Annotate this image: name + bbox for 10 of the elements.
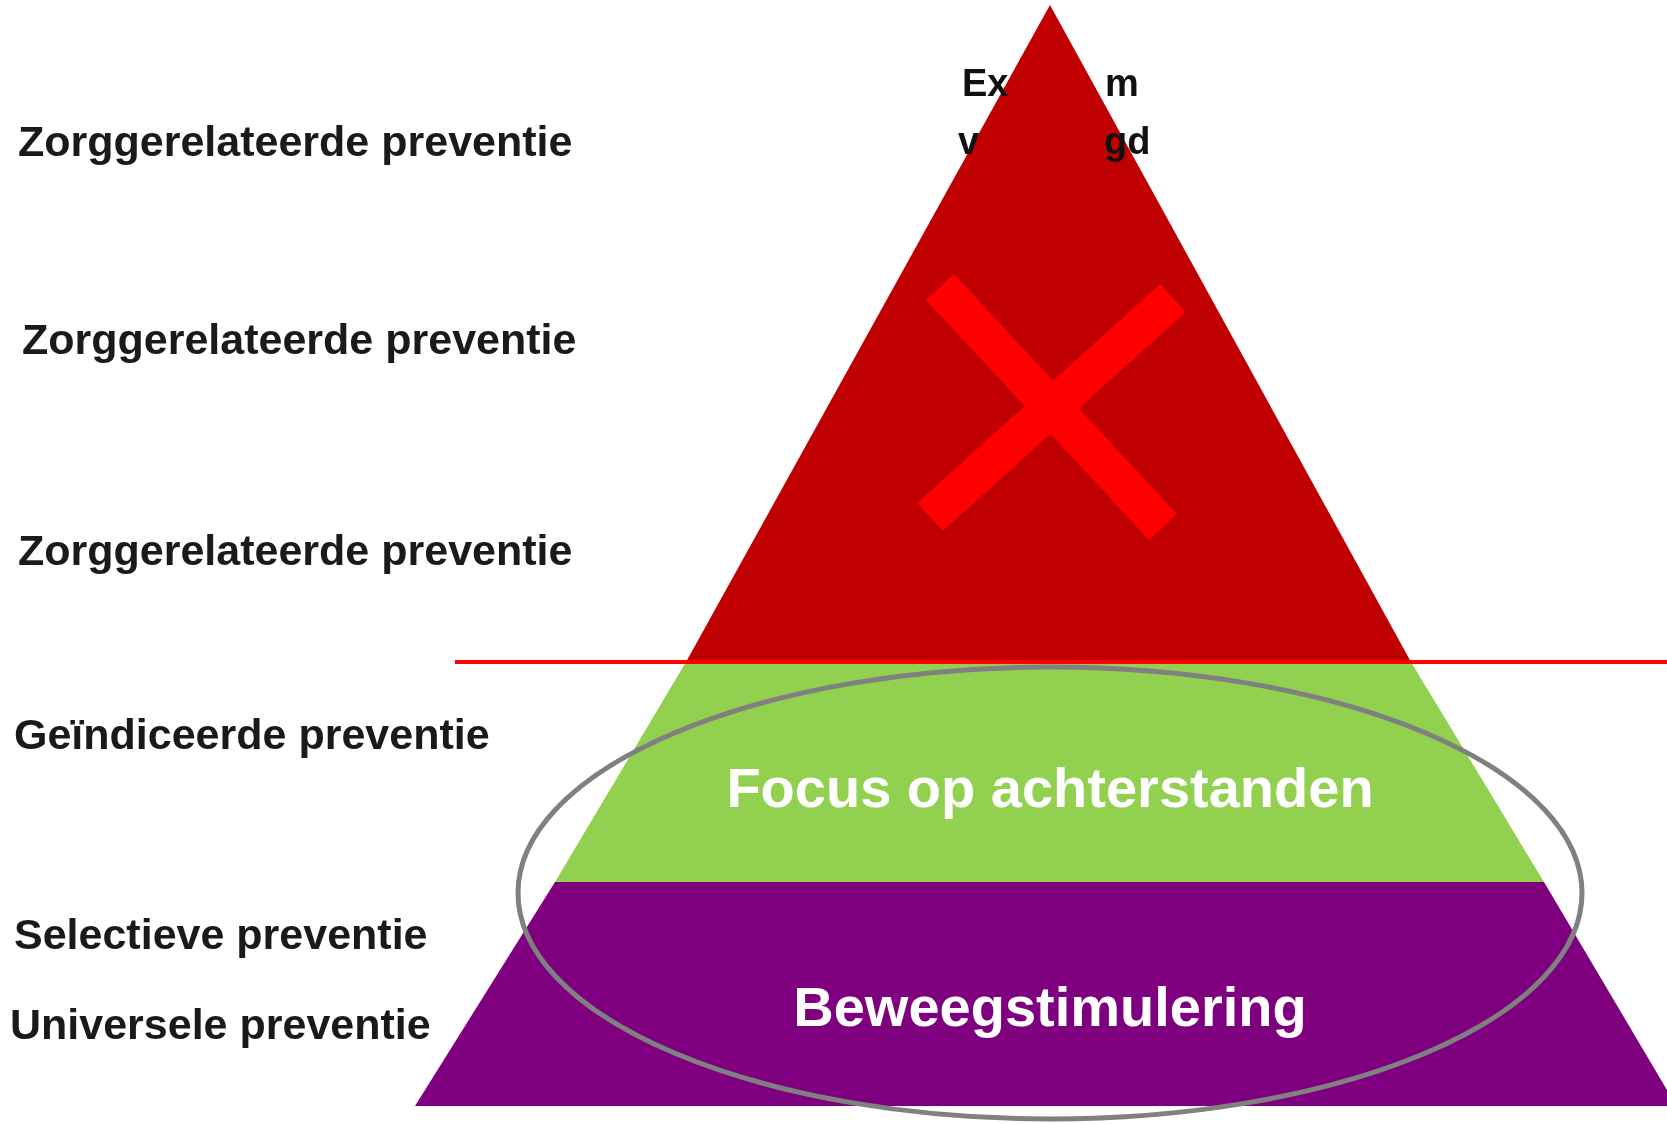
level-label: Geïndiceerde preventie	[14, 713, 490, 756]
level-label: Universele preventie	[10, 1003, 431, 1046]
band-label: Beweegstimulering	[793, 973, 1307, 1039]
text-fragment: Ex	[962, 64, 1009, 102]
level-label: Zorggerelateerde preventie	[18, 529, 573, 572]
level-label: Zorggerelateerde preventie	[22, 318, 577, 361]
level-label: Selectieve preventie	[14, 913, 428, 956]
band-label: Focus op achterstanden	[726, 754, 1374, 820]
level-label: Zorggerelateerde preventie	[18, 120, 573, 163]
text-fragment: m	[1105, 64, 1139, 102]
